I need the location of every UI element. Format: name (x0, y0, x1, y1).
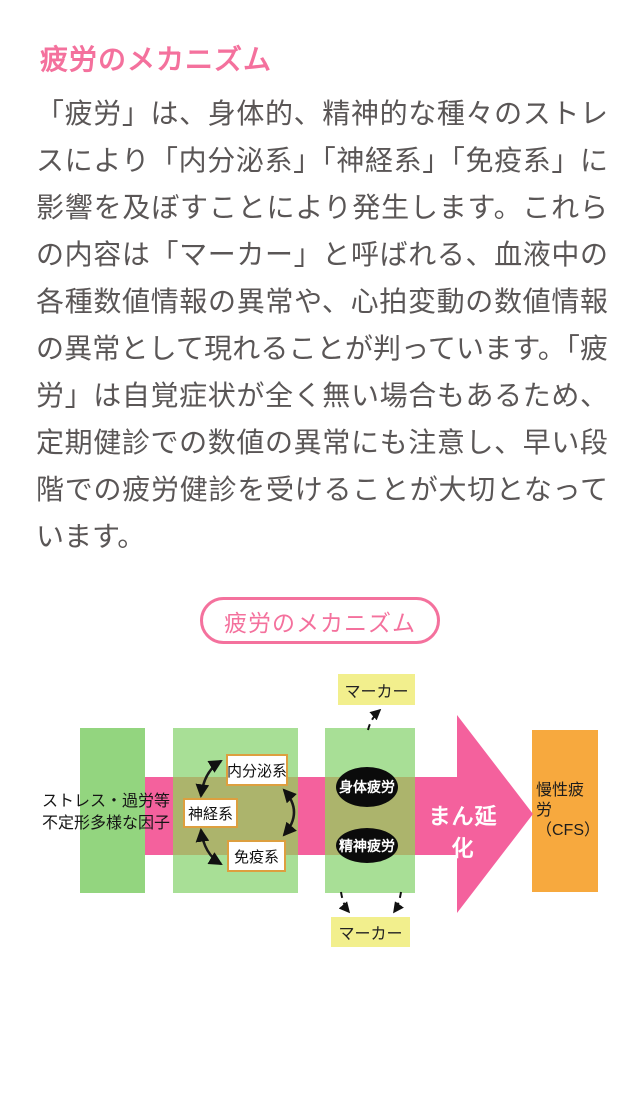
immune-label: 免疫系 (233, 848, 279, 866)
chronic-fatigue-cfs-label: （CFS） (536, 822, 601, 839)
stress-factors-line1: ストレス・過労等 (42, 793, 171, 810)
physical-fatigue-ellipse: 身体疲労 (336, 767, 398, 807)
nervous-endocrine-arrow (195, 759, 223, 799)
stress-factors-box (80, 728, 145, 893)
endocrine-box: 内分泌系 (226, 754, 288, 786)
chronic-fatigue-label: 慢性疲労 (536, 782, 585, 819)
dashed-arrow-to-marker-top (367, 708, 382, 731)
marker-top-label: マーカー (344, 683, 409, 701)
marker-bottom-box: マーカー (331, 917, 410, 947)
marker-top-box: マーカー (338, 674, 415, 705)
dashed-arrow-to-marker-bottom-left (338, 891, 351, 914)
nervous-label: 神経系 (187, 805, 233, 823)
stress-factors-label: ストレス・過労等 不定形多様な因子 (42, 791, 192, 834)
dashed-arrow-to-marker-bottom-right (393, 891, 404, 914)
physical-fatigue-label: 身体疲労 (339, 779, 395, 795)
page-title: 疲労のメカニズム (40, 44, 273, 75)
marker-bottom-label: マーカー (338, 926, 403, 943)
chronic-fatigue-box: 慢性疲労 （CFS） (532, 730, 601, 892)
nervous-box: 神経系 (183, 798, 238, 828)
fatigue-mechanism-diagram: 慢性疲労 （CFS） マーカー マーカー (0, 660, 640, 960)
body-paragraph: 「疲労」は、身体的、精神的な種々のストレスにより「内分泌系」「神経系」「免疫系」… (36, 98, 608, 552)
immune-box: 免疫系 (227, 840, 286, 872)
mental-fatigue-ellipse: 精神疲労 (336, 828, 398, 863)
nervous-immune-arrow (195, 827, 223, 866)
spread-arrow-label: まん延化 (428, 804, 498, 861)
stress-factors-line2: 不定形多様な因子 (42, 814, 171, 832)
diagram-title: 疲労のメカニズム (224, 609, 416, 636)
endocrine-label: 内分泌系 (227, 762, 288, 780)
mental-fatigue-label: 精神疲労 (339, 837, 395, 854)
endocrine-immune-arrow (282, 788, 297, 837)
diagram-title-pill: 疲労のメカニズム (200, 597, 440, 644)
